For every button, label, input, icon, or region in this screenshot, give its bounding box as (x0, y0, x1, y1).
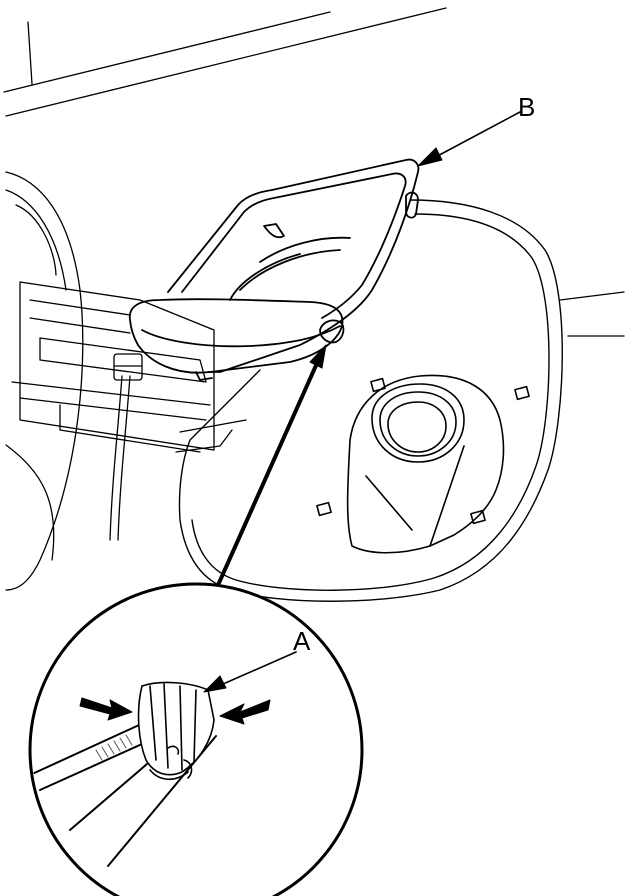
callout-label-a: A (293, 626, 311, 656)
callout-label-b: B (518, 92, 536, 122)
inner-body-structure (5, 171, 247, 591)
fuel-door-lid (128, 158, 420, 381)
push-arrow-left (79, 697, 133, 721)
callout-a-leader (213, 651, 297, 689)
leader-arrowhead (309, 344, 327, 369)
mount-tab-1 (370, 377, 386, 393)
detail-leader (204, 344, 327, 614)
push-arrow-right (219, 699, 271, 725)
detail-view (28, 582, 364, 896)
fuel-lid-recess (178, 199, 563, 602)
cable-connector (113, 353, 143, 381)
mount-tab-2 (514, 385, 530, 401)
mount-tab-3 (316, 501, 332, 517)
mount-tab-4 (470, 509, 486, 525)
callout-a-arrowhead (203, 675, 227, 693)
fuel-door-cable (109, 353, 143, 541)
callout-b-arrowhead (417, 147, 443, 167)
filler-neck-housing (316, 374, 530, 554)
body-panel-lines (3, 7, 625, 337)
tool-grip-hatch (95, 734, 133, 761)
callout-b-leader (417, 111, 521, 167)
